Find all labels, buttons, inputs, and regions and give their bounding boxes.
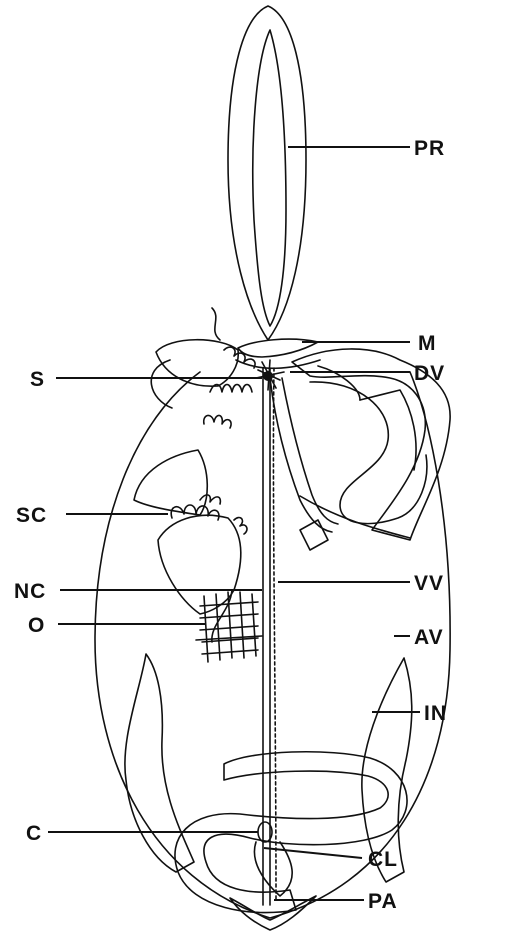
mouth-region	[236, 339, 320, 368]
label-dv: DV	[414, 362, 445, 385]
label-o: O	[28, 614, 45, 637]
label-sc: SC	[16, 504, 47, 527]
body-outline	[95, 372, 450, 918]
label-vv: VV	[414, 572, 444, 595]
label-pr: PR	[414, 137, 445, 160]
label-m: M	[418, 332, 437, 355]
label-s: S	[30, 368, 45, 391]
label-pa: PA	[368, 890, 398, 913]
upper-intestine-loop	[310, 382, 427, 524]
label-nc: NC	[14, 580, 46, 603]
proboscis	[228, 6, 306, 340]
ocelli-cluster	[196, 592, 262, 662]
label-c: C	[26, 822, 42, 845]
cloaca	[254, 822, 292, 896]
sense-organ-3	[158, 505, 247, 642]
label-in: IN	[424, 702, 447, 725]
sense-organ-2	[134, 415, 231, 515]
label-cl: CL	[368, 848, 398, 871]
label-av: AV	[414, 626, 444, 649]
sense-organ-1	[151, 308, 255, 408]
